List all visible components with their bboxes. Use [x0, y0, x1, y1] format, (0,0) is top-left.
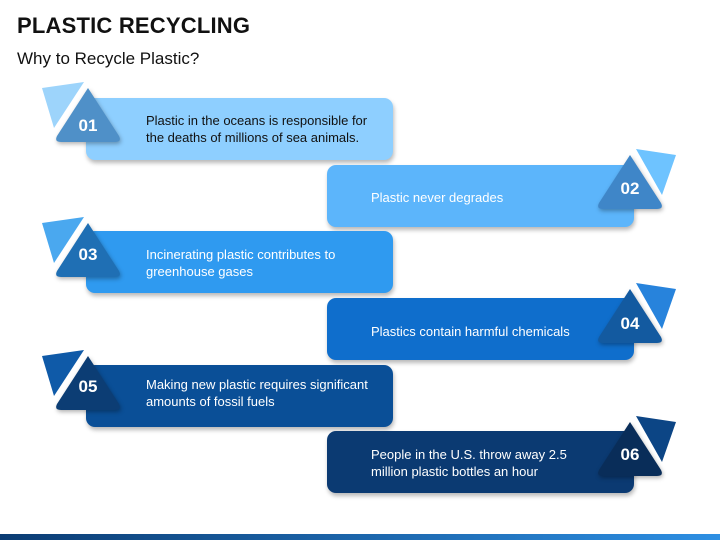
step-text-05: Making new plastic requires significant … [146, 376, 391, 410]
step-text-01: Plastic in the oceans is responsible for… [146, 112, 386, 146]
badge-triangle-03 [56, 223, 120, 277]
step-text-05-line2: amounts of fossil fuels [146, 394, 275, 409]
step-bar-03 [86, 231, 393, 293]
page-subtitle: Why to Recycle Plastic? [17, 49, 200, 68]
step-bar-02 [327, 165, 634, 227]
step-text-02-line1: Plastic never degrades [371, 190, 504, 205]
badge-number-06: 06 [621, 445, 640, 464]
step-bar-06 [327, 431, 634, 493]
badge-tab-03 [42, 217, 84, 263]
step-text-06-line2: million plastic bottles an hour [371, 464, 538, 479]
badge-triangle-05 [56, 356, 120, 410]
badge-tab-06 [636, 416, 676, 462]
badge-triangle-06 [598, 422, 662, 476]
step-text-04-line1: Plastics contain harmful chemicals [371, 324, 570, 339]
badge-triangle-01 [56, 88, 120, 142]
step-text-03-line1: Incinerating plastic contributes to [146, 247, 336, 262]
step-text-01-line1: Plastic in the oceans is responsible for [146, 113, 368, 128]
step-bar-01 [86, 98, 393, 160]
step-badge-04: 04 [598, 283, 676, 343]
step-text-01-line2: the deaths of millions of sea animals. [146, 130, 360, 145]
badge-number-01: 01 [79, 116, 98, 135]
step-text-02: Plastic never degrades [371, 189, 591, 206]
badge-triangle-04 [598, 289, 662, 343]
step-badge-05: 05 [42, 350, 120, 410]
badge-number-03: 03 [79, 245, 98, 264]
step-badge-03: 03 [42, 217, 120, 277]
step-bar-05 [86, 365, 393, 427]
step-text-06: People in the U.S. throw away 2.5 millio… [371, 446, 601, 480]
badge-tab-04 [636, 283, 676, 329]
step-badge-06: 06 [598, 416, 676, 476]
footer-accent-line [0, 534, 720, 540]
badge-tab-01 [42, 82, 84, 128]
step-text-03: Incinerating plastic contributes to gree… [146, 246, 386, 280]
step-badge-02: 02 [598, 149, 676, 209]
badge-number-05: 05 [79, 377, 98, 396]
badge-tab-02 [636, 149, 676, 195]
badge-tab-05 [42, 350, 84, 396]
step-badge-01: 01 [42, 82, 120, 142]
step-bar-04 [327, 298, 634, 360]
step-text-06-line1: People in the U.S. throw away 2.5 [371, 447, 567, 462]
step-text-03-line2: greenhouse gases [146, 264, 253, 279]
badge-number-04: 04 [621, 314, 640, 333]
step-text-05-line1: Making new plastic requires significant [146, 377, 368, 392]
step-text-04: Plastics contain harmful chemicals [371, 323, 591, 340]
badge-triangle-02 [598, 155, 662, 209]
badge-number-02: 02 [621, 179, 640, 198]
page-title: PLASTIC RECYCLING [17, 13, 251, 38]
